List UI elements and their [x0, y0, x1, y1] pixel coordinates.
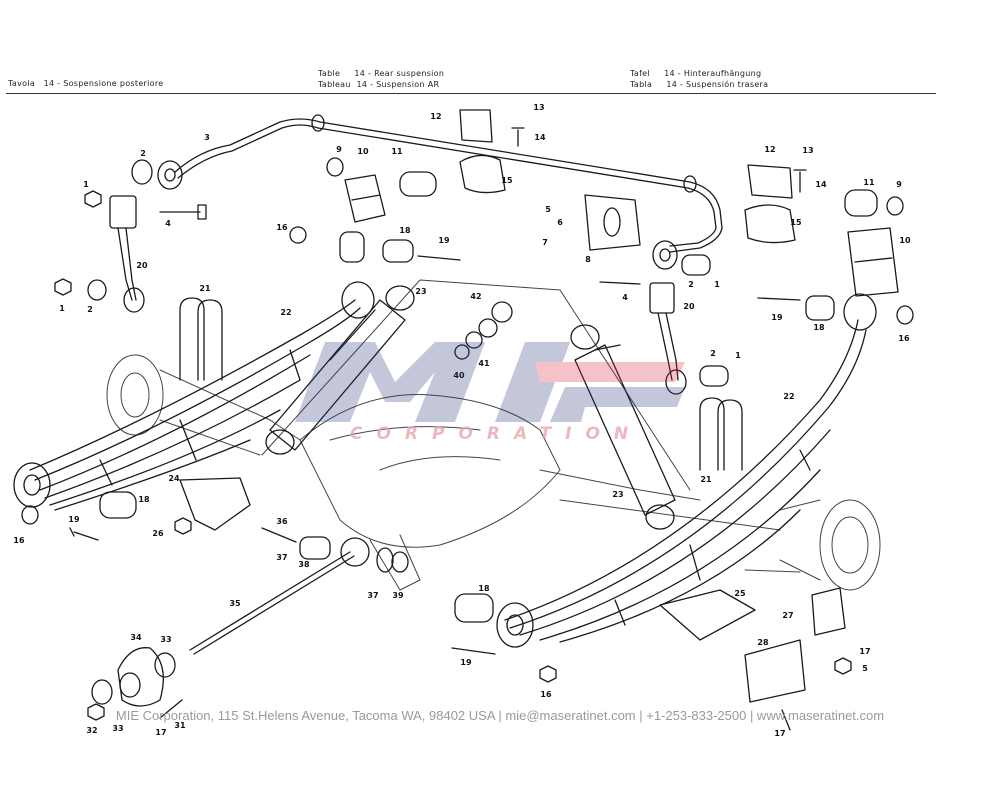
- part-callout-17: 17: [774, 729, 785, 738]
- part-callout-18: 18: [138, 495, 150, 504]
- part-callout-19: 19: [771, 313, 783, 322]
- part-callout-17: 17: [155, 728, 166, 737]
- part-callout-10: 10: [357, 147, 369, 156]
- part-callout-28: 28: [757, 638, 769, 647]
- part-callout-6: 6: [557, 218, 563, 227]
- part-callout-20: 20: [136, 261, 148, 270]
- part-callout-19: 19: [460, 658, 472, 667]
- anti-roll-bar: [157, 114, 723, 270]
- part-callout-13: 13: [533, 103, 544, 112]
- part-callout-15: 15: [790, 218, 802, 227]
- callout-numbers: 1111222234455678991010111112121313141415…: [13, 103, 911, 738]
- header-rule: [6, 93, 936, 94]
- part-callout-16: 16: [540, 690, 552, 699]
- part-callout-19: 19: [68, 515, 80, 524]
- part-callout-12: 12: [430, 112, 441, 121]
- part-callout-4: 4: [622, 293, 628, 302]
- part-callout-12: 12: [764, 145, 775, 154]
- part-callout-1: 1: [59, 304, 65, 313]
- radius-rod: [189, 527, 409, 655]
- part-callout-41: 41: [478, 359, 490, 368]
- part-callout-5: 5: [862, 664, 868, 673]
- part-callout-37: 37: [276, 553, 287, 562]
- shackle-right: [757, 189, 914, 325]
- shock-absorber-left: [265, 285, 415, 455]
- part-callout-2: 2: [140, 149, 146, 158]
- drop-link-left: [54, 159, 207, 313]
- part-callout-17: 17: [859, 647, 870, 656]
- brackets: [174, 477, 846, 703]
- shackle-left: [289, 157, 461, 263]
- part-callout-22: 22: [280, 308, 291, 317]
- part-callout-22: 22: [783, 392, 794, 401]
- part-callout-20: 20: [683, 302, 695, 311]
- part-callout-9: 9: [896, 180, 902, 189]
- part-callout-1: 1: [714, 280, 720, 289]
- part-callout-36: 36: [276, 517, 288, 526]
- part-callout-4: 4: [165, 219, 171, 228]
- part-callout-15: 15: [501, 176, 513, 185]
- mie-watermark-logo: [295, 342, 685, 422]
- part-callout-13: 13: [802, 146, 813, 155]
- part-callout-18: 18: [813, 323, 825, 332]
- bushing-set-center: [454, 301, 513, 360]
- part-callout-11: 11: [391, 147, 403, 156]
- u-bolts-left: [179, 297, 743, 471]
- header-center: Table 14 - Rear suspension Tableau 14 - …: [318, 69, 445, 89]
- part-callout-23: 23: [612, 490, 623, 499]
- part-callout-18: 18: [478, 584, 490, 593]
- part-callout-27: 27: [782, 611, 793, 620]
- part-callout-38: 38: [298, 560, 310, 569]
- lower-bushings: [69, 491, 496, 655]
- footer-contact-line: MIE Corporation, 115 St.Helens Avenue, T…: [115, 708, 885, 723]
- part-callout-1: 1: [83, 180, 89, 189]
- part-callout-21: 21: [700, 475, 712, 484]
- part-callout-1: 1: [735, 351, 741, 360]
- part-callout-18: 18: [399, 226, 411, 235]
- part-callout-34: 34: [130, 633, 142, 642]
- part-callout-19: 19: [438, 236, 450, 245]
- part-callout-14: 14: [815, 180, 827, 189]
- part-callout-25: 25: [734, 589, 746, 598]
- part-callout-40: 40: [453, 371, 465, 380]
- part-callout-2: 2: [710, 349, 716, 358]
- watermark-tagline: CORPORATION: [350, 424, 643, 444]
- part-callout-16: 16: [13, 536, 25, 545]
- part-callout-35: 35: [229, 599, 241, 608]
- part-callout-14: 14: [534, 133, 546, 142]
- part-callout-32: 32: [86, 726, 97, 735]
- part-callout-7: 7: [542, 238, 548, 247]
- part-callout-26: 26: [152, 529, 164, 538]
- part-callout-31: 31: [174, 721, 186, 730]
- part-callout-42: 42: [470, 292, 481, 301]
- part-callout-16: 16: [898, 334, 910, 343]
- rubber-mount: [87, 647, 183, 721]
- drop-link-right: [599, 254, 729, 395]
- part-callout-2: 2: [688, 280, 694, 289]
- misc-nuts: [21, 505, 852, 731]
- leaf-spring-right: [496, 293, 877, 648]
- header-right: Tafel 14 - Hinteraufhängung Tabla 14 - S…: [630, 69, 769, 89]
- part-callout-33: 33: [112, 724, 123, 733]
- part-callout-23: 23: [415, 287, 426, 296]
- part-callout-5: 5: [545, 205, 551, 214]
- part-callout-39: 39: [392, 591, 404, 600]
- leaf-spring-left: [13, 281, 375, 511]
- part-callout-24: 24: [168, 474, 180, 483]
- header-left: Tavola 14 - Sospensione posteriore: [8, 79, 164, 88]
- part-callout-3: 3: [204, 133, 210, 142]
- shock-absorber-right: [570, 324, 676, 530]
- part-callout-11: 11: [863, 178, 875, 187]
- part-callout-21: 21: [199, 284, 211, 293]
- part-callout-37: 37: [367, 591, 378, 600]
- bar-clamps: [459, 109, 807, 251]
- part-callout-16: 16: [276, 223, 288, 232]
- part-callout-2: 2: [87, 305, 93, 314]
- part-callout-10: 10: [899, 236, 911, 245]
- part-callout-8: 8: [585, 255, 591, 264]
- part-callout-9: 9: [336, 145, 342, 154]
- part-callout-33: 33: [160, 635, 171, 644]
